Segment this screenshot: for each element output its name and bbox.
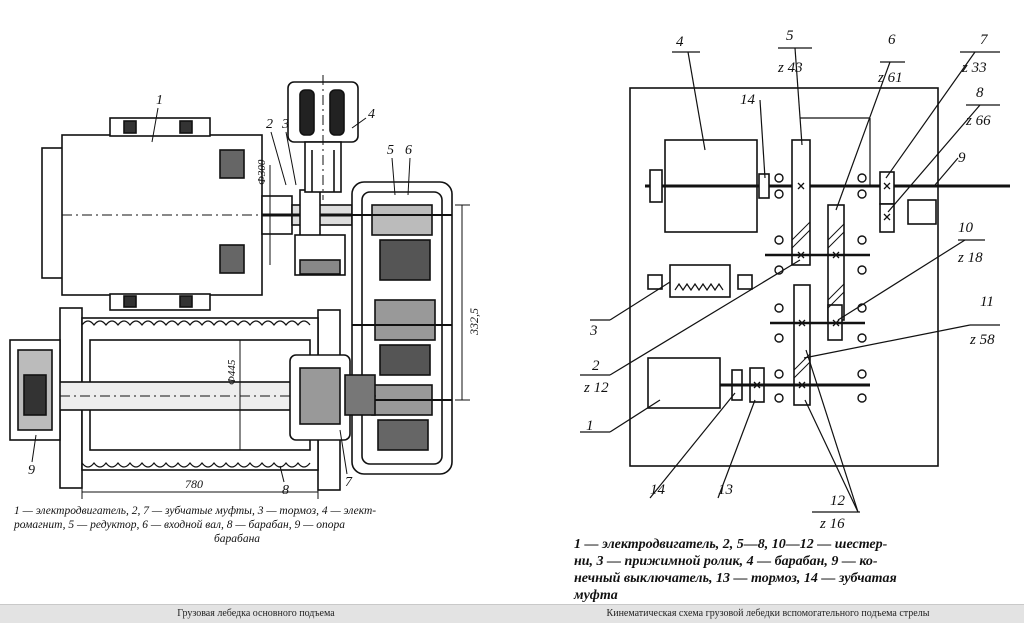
label-z61: z 61 (877, 70, 903, 86)
label-10: 10 (958, 220, 974, 236)
label-z66: z 66 (965, 113, 991, 129)
left-caption: 1 — электродвигатель, 2, 7 — зубчатые му… (14, 504, 474, 546)
left-figure-title: Грузовая лебедка основного подъема (0, 604, 512, 623)
right-caption-line: нечный выключатель, 13 — тормоз, 14 — зу… (574, 571, 897, 586)
bearings (774, 173, 867, 403)
pressure-roller (647, 264, 753, 298)
dim-phi300: Ф300 (256, 159, 268, 185)
right-caption-line: ни, 3 — прижимной ролик, 4 — барабан, 9 … (574, 554, 878, 569)
label-14-top: 14 (740, 92, 756, 108)
label-3: 3 (589, 323, 598, 339)
label-5: 5 (387, 143, 394, 158)
right-caption: 1 — электродвигатель, 2, 5—8, 10—12 — ше… (574, 536, 1024, 604)
gear-11 (793, 284, 811, 406)
label-z58: z 58 (969, 332, 995, 348)
gear-5 (791, 139, 811, 266)
label-z16: z 16 (819, 516, 845, 532)
label-9: 9 (28, 463, 35, 478)
label-1: 1 (586, 418, 594, 434)
label-z18: z 18 (957, 250, 983, 266)
right-caption-line: муфта (574, 588, 618, 603)
label-1: 1 (156, 93, 163, 108)
left-leader-lines (31, 107, 411, 483)
brake-electromagnet (287, 75, 359, 200)
label-11: 11 (980, 294, 994, 310)
label-7: 7 (980, 32, 989, 48)
dim-phi445: Ф445 (226, 359, 238, 385)
label-2: 2 (266, 117, 273, 132)
dimension-332 (455, 204, 470, 401)
gear-marks (753, 182, 891, 389)
motor (647, 357, 721, 409)
left-caption-line: 1 — электродвигатель, 2, 7 — зубчатые му… (14, 505, 377, 517)
dim-332: 332,5 (467, 308, 481, 336)
label-z12: z 12 (583, 380, 609, 396)
label-7: 7 (345, 475, 353, 490)
right-figure-title: Кинематическая схема грузовой лебедки вс… (512, 604, 1024, 623)
label-2: 2 (592, 358, 600, 374)
limit-switch (907, 199, 937, 225)
main-hoist-winch-drawing (9, 75, 470, 499)
right-caption-line: 1 — электродвигатель, 2, 5—8, 10—12 — ше… (574, 537, 888, 552)
dim-780: 780 (185, 477, 203, 491)
label-8: 8 (282, 483, 289, 498)
left-caption-line: ромагнит, 5 — редуктор, 6 — входной вал,… (14, 519, 345, 531)
electric-motor (41, 117, 263, 311)
reducer-gearbox (351, 181, 453, 475)
label-5: 5 (786, 28, 794, 44)
drum-support (9, 339, 61, 441)
label-8: 8 (976, 85, 984, 101)
label-14-bottom: 14 (650, 482, 666, 498)
label-4: 4 (368, 107, 375, 122)
gear-8 (879, 203, 895, 233)
label-6: 6 (888, 32, 896, 48)
motor-shaft-coupling (261, 189, 360, 276)
label-13: 13 (718, 482, 733, 498)
label-12: 12 (830, 493, 846, 509)
gear-6 (827, 204, 845, 321)
label-4: 4 (676, 34, 684, 50)
gear-coupling (289, 354, 376, 441)
label-3: 3 (281, 117, 289, 132)
label-9: 9 (958, 150, 966, 166)
top-coupling (758, 173, 770, 199)
label-6: 6 (405, 143, 412, 158)
label-z33: z 33 (961, 60, 987, 76)
scheme-frame (629, 87, 939, 467)
left-caption-line: барабана (214, 533, 261, 545)
dimension-780 (81, 485, 319, 499)
right-leader-lines (580, 47, 1000, 513)
kinematic-scheme (580, 47, 1010, 513)
label-z43: z 43 (777, 60, 803, 76)
gear-hatching (791, 221, 845, 379)
